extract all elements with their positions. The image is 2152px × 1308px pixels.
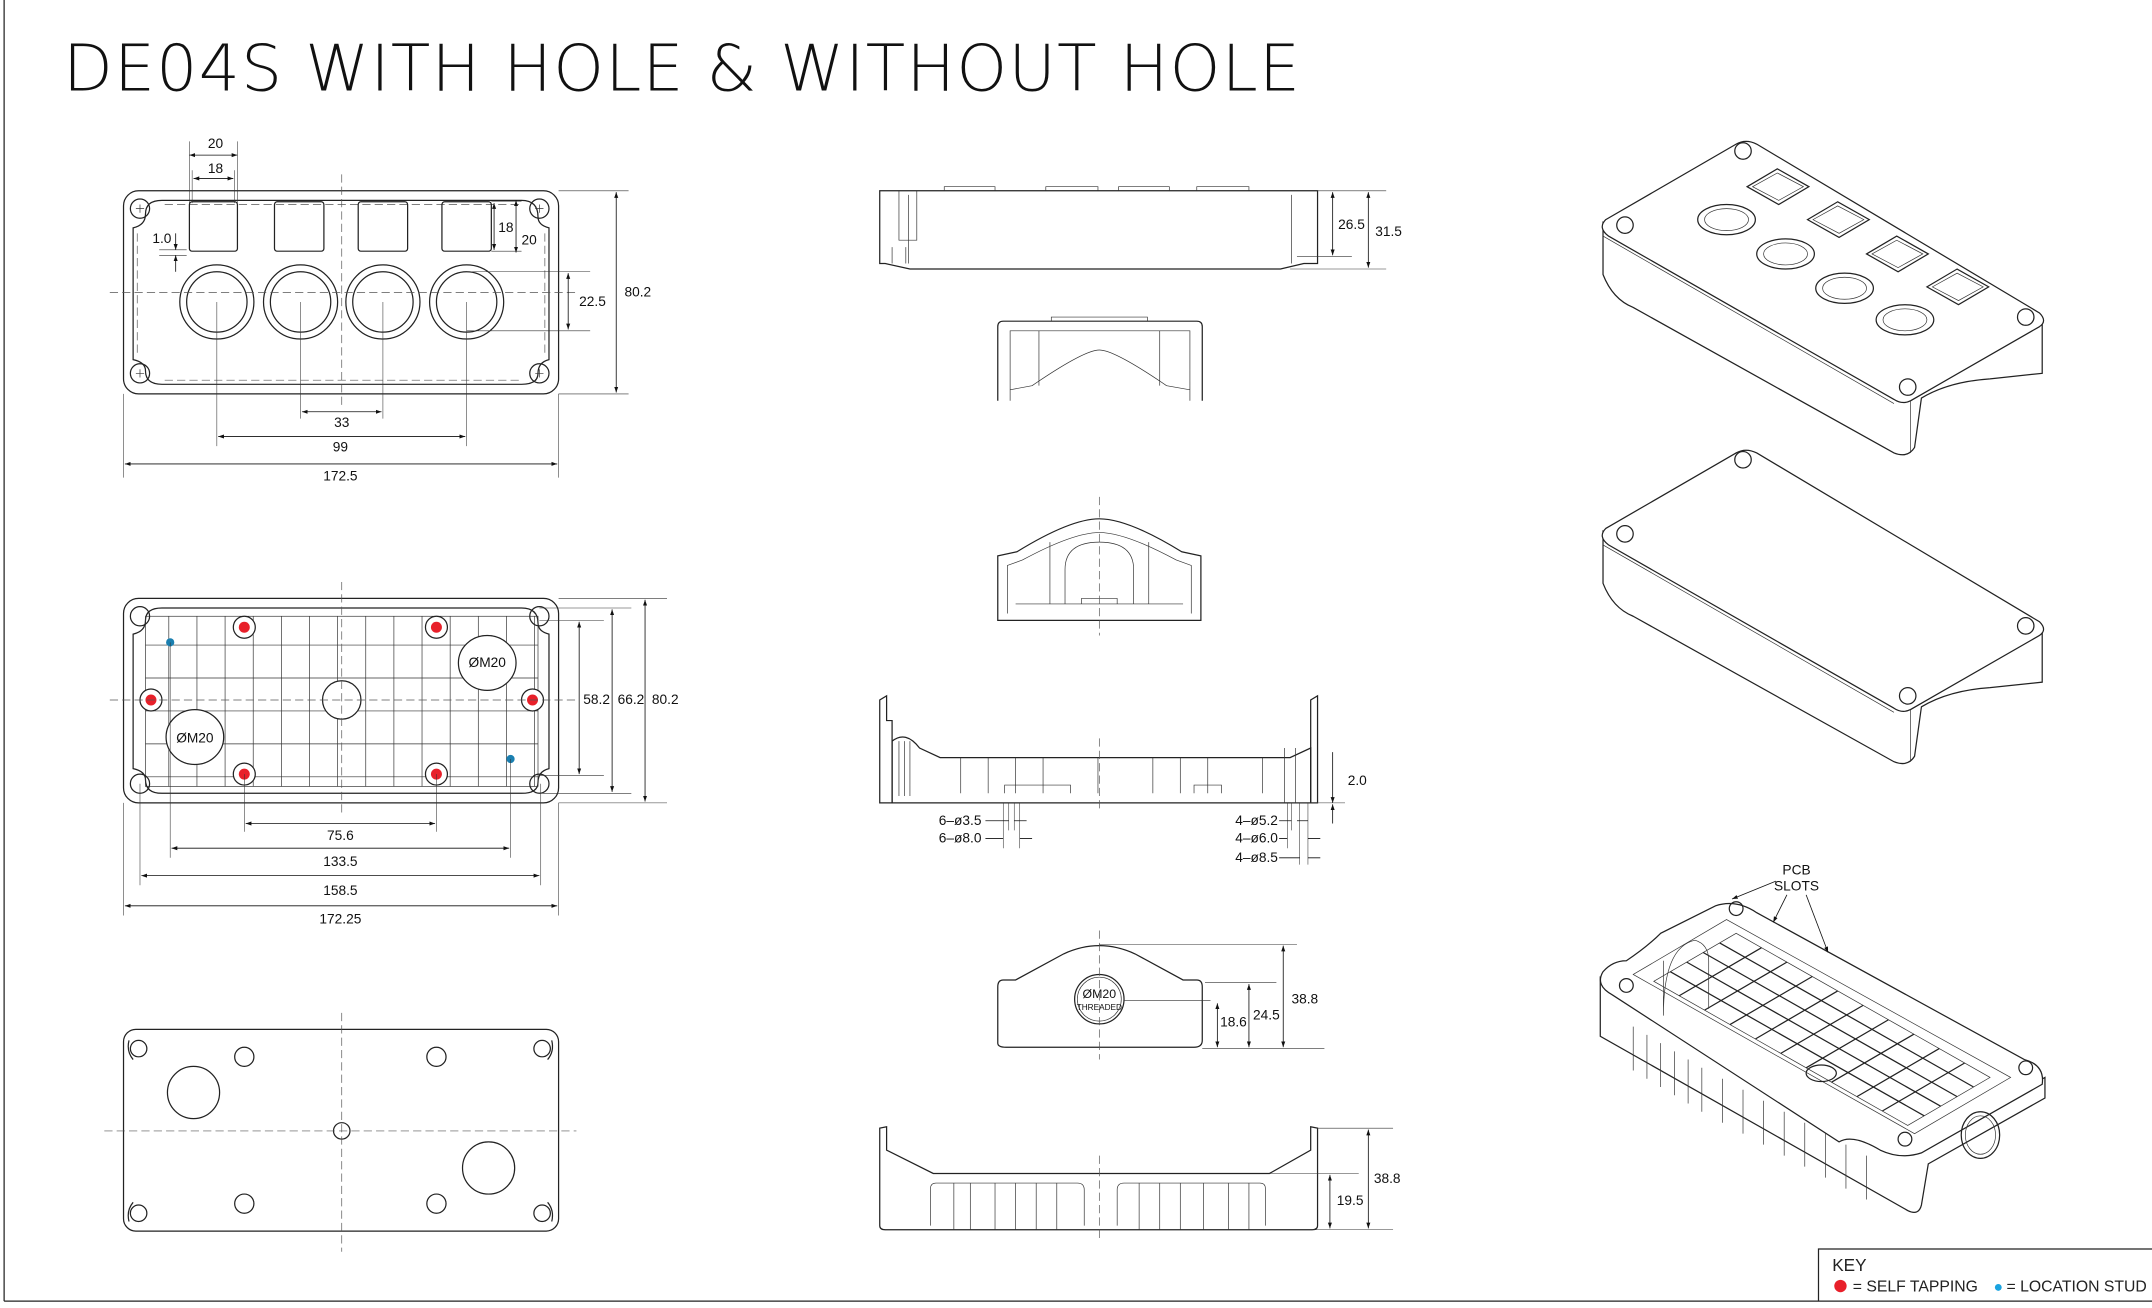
iso-grid-rib xyxy=(1780,1004,1864,1054)
dim-18: 18 xyxy=(208,161,224,176)
self-tapping-dot xyxy=(430,621,442,633)
iso-grid-rib xyxy=(1686,961,1941,1107)
iso-grid-rib xyxy=(1678,947,1762,997)
corner-fixings xyxy=(127,1039,554,1223)
iso-square-holes xyxy=(1745,168,1990,306)
m20-label-1: ØM20 xyxy=(469,655,507,670)
dim-172-5: 172.5 xyxy=(323,468,358,483)
base-long-section: 2.0 6–ø3.5 6–ø8.0 4–ø5.2 4–ø6.0 4–ø8.5 xyxy=(879,694,1367,865)
dim-58-2: 58.2 xyxy=(583,692,610,707)
iso-grid-rib xyxy=(1831,1033,1915,1083)
iso-grid-rib xyxy=(1719,942,1974,1088)
top-view-dimensions: 20 18 1.0 18 20 22.5 80.2 33 99 172.5 xyxy=(123,136,651,483)
iso-open-base: PCB SLOTS xyxy=(1599,862,2046,1213)
dim-158-5: 158.5 xyxy=(323,883,358,898)
lid-end-view xyxy=(997,316,1203,401)
self-tapping-dot xyxy=(238,621,250,633)
dim-66-2: 66.2 xyxy=(618,692,645,707)
self-tapping-bosses xyxy=(139,615,545,786)
underside-view xyxy=(104,1012,577,1252)
location-stud-key-dot xyxy=(1994,1283,2002,1291)
corner-screws xyxy=(129,198,550,384)
dim-31-5: 31.5 xyxy=(1375,224,1402,239)
top-view: 20 18 1.0 18 20 22.5 80.2 33 99 172.5 xyxy=(109,136,651,483)
iso-grid-rib xyxy=(1856,1048,1940,1098)
dim-75-6: 75.6 xyxy=(327,828,354,843)
key-self-tapping: = SELF TAPPING xyxy=(1853,1279,1978,1296)
dim-26-5: 26.5 xyxy=(1338,217,1365,232)
dim-2-0: 2.0 xyxy=(1348,773,1367,788)
dim-80-2b: 80.2 xyxy=(652,692,679,707)
sheet-frame xyxy=(3,0,2152,1302)
square-button-holes xyxy=(188,201,492,252)
label-4-d6-0: 4–ø6.0 xyxy=(1235,831,1278,846)
dim-80-2: 80.2 xyxy=(624,284,651,299)
dim-133-5: 133.5 xyxy=(323,854,358,869)
iso-grid-rib xyxy=(1882,1062,1965,1112)
iso-round-holes xyxy=(1697,203,1935,336)
iso-lid-with-holes xyxy=(1601,140,2045,456)
dim-24-5: 24.5 xyxy=(1253,1008,1280,1023)
dim-172-25: 172.25 xyxy=(319,912,361,927)
base-end-section xyxy=(997,496,1202,636)
dim-20-v: 20 xyxy=(522,232,538,247)
dim-38-8b: 38.8 xyxy=(1374,1171,1401,1186)
dim-19-5: 19.5 xyxy=(1337,1193,1364,1208)
dim-22-5: 22.5 xyxy=(579,294,606,309)
inside-view: ØM20 ØM20 58.2 66.2 80.2 75.6 xyxy=(109,581,679,927)
iso-grid-rib xyxy=(1669,971,1925,1117)
key-location-stud: = LOCATION STUD xyxy=(2007,1279,2147,1296)
page-title: DE04S WITH HOLE & WITHOUT HOLE xyxy=(63,32,1301,107)
self-tapping-key-dot xyxy=(1834,1279,1847,1293)
iso-grid-rib xyxy=(1729,975,1813,1026)
dim-18-6: 18.6 xyxy=(1220,1015,1247,1030)
dim-33: 33 xyxy=(334,415,350,430)
dim-20: 20 xyxy=(208,136,224,151)
iso-grid-rib xyxy=(1702,951,1958,1098)
base-end-view: ØM20 THREADED 18.6 24.5 38.8 xyxy=(997,930,1325,1060)
m20-label-2: ØM20 xyxy=(176,731,214,746)
pcb-callout-1: PCB xyxy=(1782,862,1810,877)
lid-side-view: 26.5 31.5 xyxy=(879,186,1402,270)
dim-18-v: 18 xyxy=(498,220,514,235)
key-title: KEY xyxy=(1832,1255,1867,1275)
iso-floor-grid xyxy=(1669,942,1974,1117)
label-4-d5-2: 4–ø5.2 xyxy=(1235,813,1278,828)
legend-key: KEY = SELF TAPPING = LOCATION STUD xyxy=(1817,1248,2152,1302)
pcb-callout-2: SLOTS xyxy=(1774,879,1819,894)
base-side-view: 19.5 38.8 xyxy=(879,1126,1401,1238)
iso-grid-rib xyxy=(1805,1019,1889,1069)
label-4-d8-5: 4–ø8.5 xyxy=(1235,850,1278,865)
dim-38-8: 38.8 xyxy=(1291,991,1318,1006)
iso-lid-blank xyxy=(1601,449,2045,765)
label-6-d3-5: 6–ø3.5 xyxy=(939,813,982,828)
m20-knockout-2: ØM20 xyxy=(165,708,225,766)
dim-99: 99 xyxy=(333,440,348,455)
dim-1-0: 1.0 xyxy=(152,231,171,246)
inside-view-dimensions: 58.2 66.2 80.2 75.6 133.5 158.5 172.25 xyxy=(123,598,679,927)
label-6-d8-0: 6–ø8.0 xyxy=(939,831,982,846)
iso-grid-rib xyxy=(1755,990,1839,1040)
m20-knockout-1: ØM20 xyxy=(457,634,517,691)
iso-grid-rib xyxy=(1704,961,1788,1011)
